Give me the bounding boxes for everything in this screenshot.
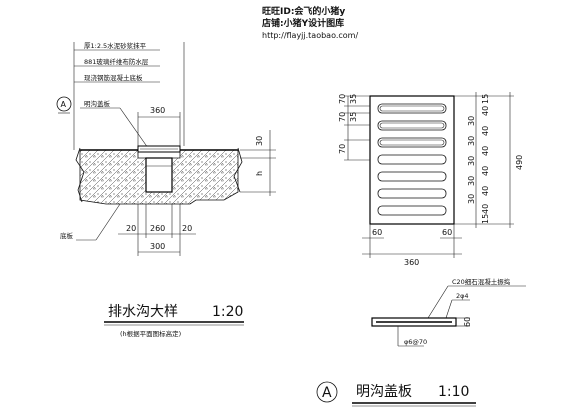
slot-1 — [377, 103, 447, 114]
layer-note-1: 厚1:2.5水泥砂浆抹平 — [84, 41, 147, 50]
break-line-left — [75, 147, 85, 203]
right-dims: 15 40 30 40 30 40 30 40 30 40 30 40 15 — [467, 94, 490, 224]
cover-marker-letter: A — [322, 385, 332, 401]
slot-5 — [377, 171, 447, 182]
left-dim-3: 70 — [338, 112, 347, 122]
cover-label-leader-d — [119, 107, 149, 149]
cover-material-label: C20细石混凝土振捣 — [452, 277, 511, 286]
left-dim-4: 35 — [349, 112, 358, 122]
layer-note-2: 881玻璃纤维布防水层 — [84, 57, 149, 66]
left-dim-5: 70 — [338, 144, 347, 154]
drain-channel — [145, 157, 173, 193]
slot-7 — [377, 205, 447, 216]
cover-marker-circle — [316, 381, 338, 403]
header-watermark: 旺旺ID:会飞的小猪y 店铺:小猪Y设计图库 http://flayjj.tao… — [262, 5, 358, 40]
bottom-dim-width: 360 — [404, 258, 419, 267]
cover-title-block: A 明沟盖板 1:10 — [316, 381, 476, 407]
right-dim-9: 30 — [467, 176, 476, 186]
right-dim-1: 15 — [481, 94, 490, 104]
right-dim-7: 30 — [467, 156, 476, 166]
slot-3-inner — [379, 139, 445, 146]
base-label: 底板 — [60, 231, 74, 240]
drain-section-detail: 厚1:2.5水泥砂浆抹平 881玻璃纤维布防水层 现浇钢筋混凝土底板 A 明沟盖… — [56, 41, 276, 338]
dim-bottom-20b: 20 — [182, 224, 192, 233]
header-line-1: 旺旺ID:会飞的小猪y — [262, 5, 345, 17]
right-dim-10: 40 — [481, 186, 490, 196]
section-marker-letter: A — [61, 100, 67, 109]
right-dim-5: 30 — [467, 136, 476, 146]
section-marker-circle — [56, 96, 72, 112]
slot-6 — [377, 188, 447, 199]
right-dim-6: 40 — [481, 146, 490, 156]
bottom-dim-right: 60 — [442, 228, 452, 237]
right-dim-8: 40 — [481, 166, 490, 176]
bottom-dim-left: 60 — [372, 228, 382, 237]
cover-label: 明沟盖板 — [84, 99, 111, 108]
cover-scale: 1:10 — [438, 384, 469, 400]
slot-2-inner — [379, 122, 445, 129]
right-dim-11: 30 — [467, 194, 476, 204]
right-dim-4: 40 — [481, 126, 490, 136]
section-scale: 1:20 — [212, 304, 243, 320]
break-line-right — [233, 147, 243, 193]
dim-bottom-260: 260 — [150, 224, 165, 233]
left-dim-1: 70 — [338, 94, 347, 104]
left-dim-2: 35 — [349, 94, 358, 104]
right-dim-2: 40 — [481, 106, 490, 116]
section-title: 排水沟大样 — [108, 304, 178, 320]
right-dim-13: 15 — [481, 214, 490, 224]
header-line-2: 店铺:小猪Y设计图库 — [262, 17, 344, 29]
section-note: (h根据平面图标高定) — [120, 329, 181, 338]
base-leader-d — [95, 203, 121, 241]
cover-section-detail: C20细石混凝土振捣 2φ4 60 φ6@70 — [371, 277, 526, 347]
slot-3 — [377, 137, 447, 148]
slot-2 — [377, 120, 447, 131]
dim-right-30: 30 — [255, 136, 264, 146]
dim-right-h: h — [255, 171, 264, 176]
dim-bottom-300: 300 — [150, 242, 165, 251]
dim-bottom-20a: 20 — [126, 224, 136, 233]
cover-rebar-bottom: φ6@70 — [404, 338, 427, 346]
right-dim-3: 30 — [467, 116, 476, 126]
header-line-3: http://flayjj.taobao.com/ — [262, 31, 358, 40]
cover-title: 明沟盖板 — [356, 384, 412, 400]
layer-note-3: 现浇钢筋混凝土底板 — [84, 73, 143, 82]
slot-4 — [377, 154, 447, 165]
cover-plan-view: 70 35 70 35 70 15 40 30 40 30 40 30 40 3… — [338, 92, 524, 267]
cover-rebar-top: 2φ4 — [456, 292, 469, 300]
cover-plan-outline — [369, 95, 455, 225]
cover-slots — [377, 103, 447, 216]
material-leader-d — [427, 285, 449, 319]
dim-top-360: 360 — [150, 106, 165, 115]
right-dim-12: 40 — [481, 204, 490, 214]
overall-height-dim: 490 — [515, 155, 524, 170]
rebar-top-leader-d — [445, 299, 453, 319]
slot-1-inner — [379, 105, 445, 112]
cover-thickness: 60 — [463, 317, 472, 327]
